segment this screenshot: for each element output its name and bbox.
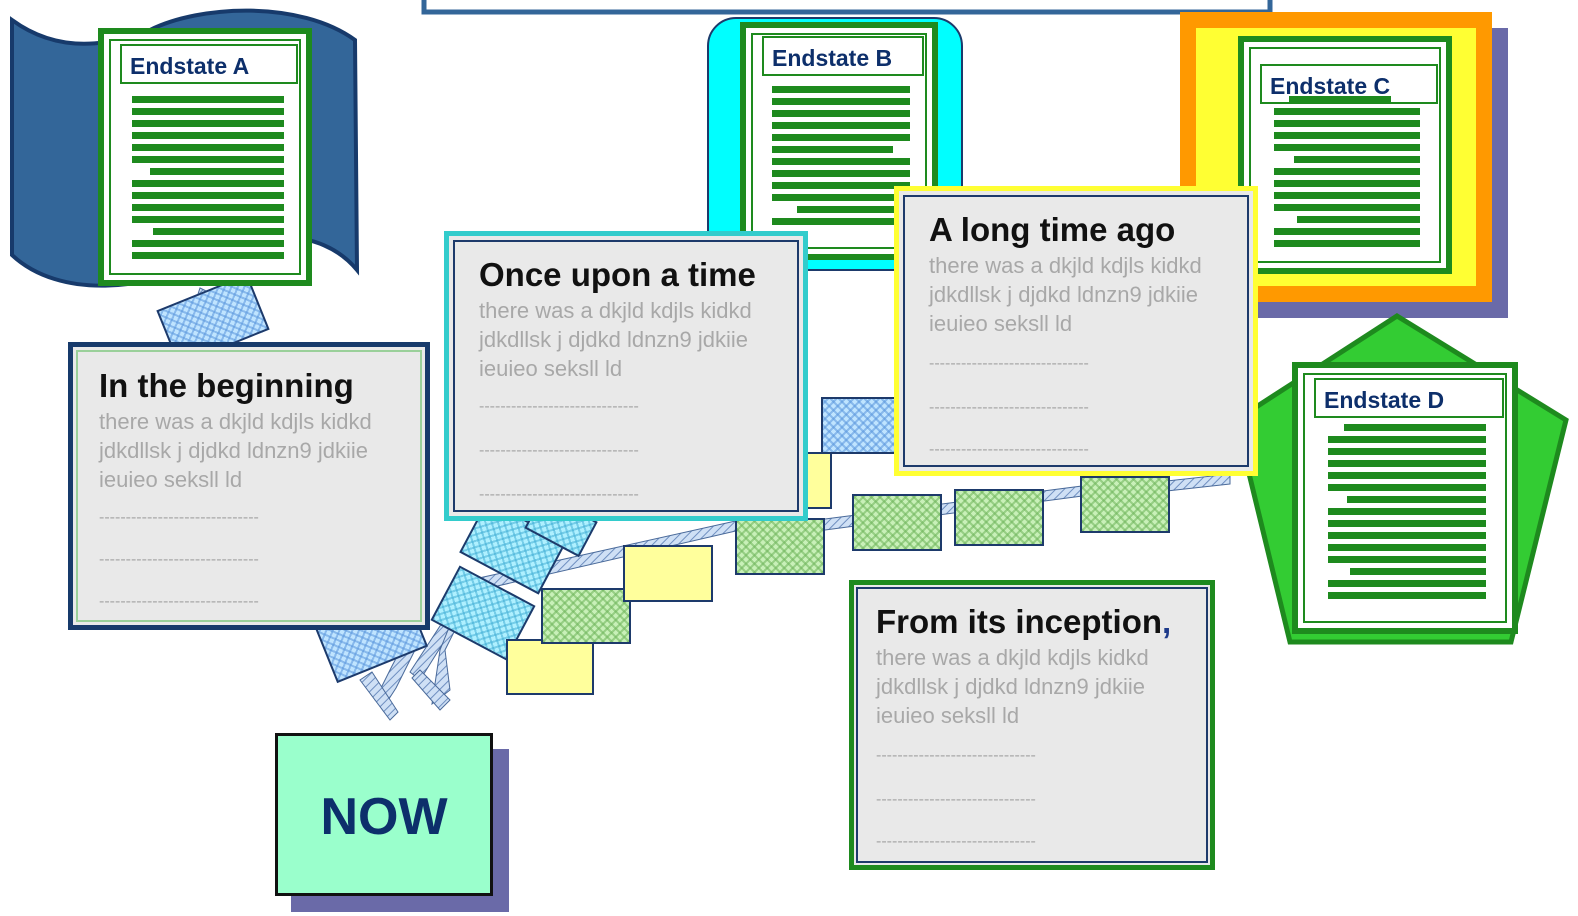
endstate-b-title: Endstate B [762, 36, 924, 76]
path-patch [623, 545, 713, 602]
document-lines [1328, 424, 1486, 608]
path-patch [954, 489, 1044, 546]
top-banner [421, 0, 1273, 15]
story-box-inception: From its inception, there was a dkjld kd… [849, 580, 1215, 870]
document-lines [772, 86, 910, 234]
story-title: A long time ago [929, 211, 1176, 248]
story-dash-line: ------------------------------ [99, 551, 259, 568]
now-box: NOW [275, 733, 493, 896]
path-patch [735, 518, 825, 575]
endstate-c-document: Endstate C [1238, 36, 1452, 274]
story-dash-line: ------------------------------ [929, 399, 1089, 416]
story-title: From its inception, [876, 603, 1171, 641]
story-dash-line: ------------------------------ [479, 486, 639, 503]
endstate-d-document: Endstate D [1292, 362, 1518, 634]
endstate-a-title: Endstate A [120, 44, 298, 84]
document-frame [751, 33, 927, 249]
story-box-once: Once upon a time there was a dkjld kdjls… [444, 231, 808, 521]
story-dash-line: ------------------------------ [479, 442, 639, 459]
story-dash-line: ------------------------------ [876, 747, 1036, 764]
story-body: there was a dkjld kdjls kidkd jdkdllsk j… [876, 645, 1149, 728]
path-patch [852, 494, 942, 551]
story-body: there was a dkjld kdjls kidkd jdkdllsk j… [479, 298, 752, 381]
path-patch [506, 639, 594, 695]
document-lines [132, 96, 284, 260]
story-box-longago: A long time ago there was a dkjld kdjls … [894, 186, 1258, 476]
story-dash-line: ------------------------------ [876, 791, 1036, 808]
story-dash-line: ------------------------------ [99, 593, 259, 610]
document-lines [1274, 96, 1420, 248]
endstate-d-title: Endstate D [1314, 378, 1504, 418]
story-title: In the beginning [99, 367, 354, 404]
path-patch [541, 588, 631, 644]
story-title: Once upon a time [479, 256, 756, 293]
story-dash-line: ------------------------------ [99, 509, 259, 526]
document-frame [1303, 373, 1507, 623]
path-patch [806, 452, 832, 509]
document-frame [1249, 47, 1441, 263]
story-dash-line: ------------------------------ [479, 398, 639, 415]
story-body: there was a dkjld kdjls kidkd jdkdllsk j… [99, 409, 372, 492]
path-patch [821, 397, 897, 454]
path-patch [1080, 476, 1170, 533]
endstate-c-title: Endstate C [1260, 64, 1438, 104]
story-body: there was a dkjld kdjls kidkd jdkdllsk j… [929, 253, 1202, 336]
document-frame [109, 39, 301, 275]
story-dash-line: ------------------------------ [929, 355, 1089, 372]
story-dash-line: ------------------------------ [929, 441, 1089, 458]
story-dash-line: ------------------------------ [876, 833, 1036, 850]
now-label: NOW [320, 788, 448, 846]
endstate-a-document: Endstate A [98, 28, 312, 286]
story-title-text: From its inception [876, 603, 1163, 640]
story-title-comma: , [1162, 603, 1172, 640]
story-box-beginning: In the beginning there was a dkjld kdjls… [68, 342, 430, 630]
